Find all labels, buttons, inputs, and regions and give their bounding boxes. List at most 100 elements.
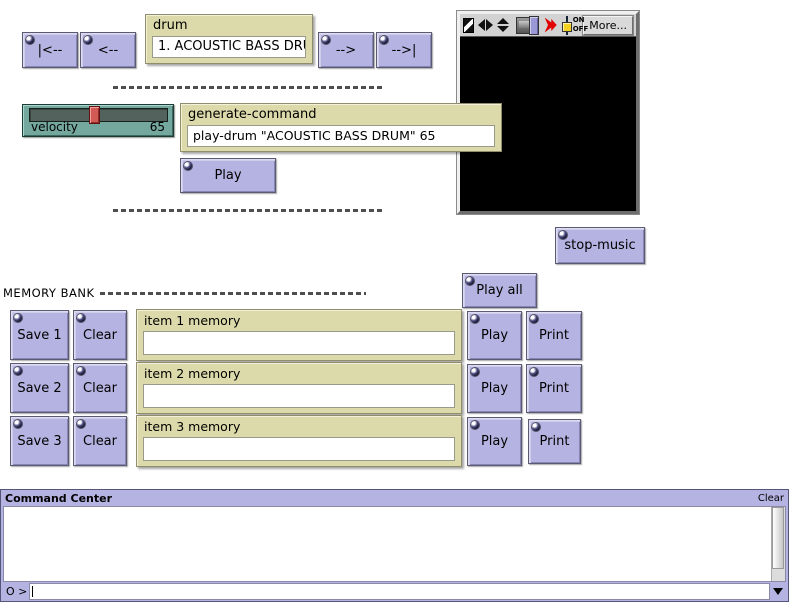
save-2-label: Save 2 (17, 380, 62, 396)
item-2-memory-field[interactable] (143, 384, 455, 408)
button-marker-icon (26, 36, 34, 44)
on-off-knob[interactable] (561, 21, 572, 32)
drum-value-field[interactable]: 1. ACOUSTIC BASS DRUM (152, 36, 306, 58)
first-drum-button[interactable]: |<-- (22, 32, 78, 68)
command-scrollbar-thumb[interactable] (772, 507, 784, 569)
velocity-slider-thumb[interactable] (89, 106, 100, 124)
drum-box: drum 1. ACOUSTIC BASS DRUM (145, 14, 313, 64)
button-marker-icon (559, 231, 567, 239)
button-marker-icon (471, 315, 479, 323)
item-1-memory-box: item 1 memory (136, 309, 462, 361)
dropdown-arrow-icon (773, 588, 783, 595)
button-marker-icon (77, 367, 85, 375)
button-marker-icon (380, 36, 388, 44)
velocity-label: velocity (31, 120, 78, 134)
play-2-button[interactable]: Play (467, 364, 522, 413)
button-marker-icon (322, 36, 330, 44)
more-button[interactable]: More... (582, 14, 634, 36)
button-marker-icon (466, 277, 474, 285)
button-marker-icon (530, 368, 538, 376)
print-2-button[interactable]: Print (526, 364, 582, 413)
button-marker-icon (184, 162, 192, 170)
command-center: Command Center Clear O > (0, 489, 789, 602)
item-3-memory-title: item 3 memory (144, 419, 241, 434)
velocity-slider[interactable]: velocity 65 (22, 104, 174, 137)
memory-bank-heading: MEMORY BANK (3, 286, 95, 300)
command-prompt: O > (6, 585, 28, 598)
text-caret (32, 586, 33, 597)
button-marker-icon (84, 36, 92, 44)
print-1-label: Print (539, 328, 569, 343)
horizontal-arrows-icon[interactable] (477, 19, 493, 31)
prev-drum-label: <-- (97, 42, 119, 58)
button-marker-icon (530, 315, 538, 323)
item-1-memory-field[interactable] (143, 331, 455, 355)
clear-1-label: Clear (83, 327, 117, 343)
diagonal-resize-icon[interactable] (463, 17, 474, 33)
separator-line (113, 86, 383, 89)
save-3-label: Save 3 (17, 433, 62, 449)
item-2-memory-title: item 2 memory (144, 366, 241, 381)
print-3-label: Print (539, 434, 570, 449)
prev-drum-button[interactable]: <-- (80, 32, 136, 68)
button-marker-icon (14, 367, 22, 375)
clear-2-button[interactable]: Clear (73, 363, 127, 413)
command-scrollbar[interactable] (771, 507, 785, 581)
item-1-memory-title: item 1 memory (144, 313, 241, 328)
off-label: OFF (572, 24, 589, 33)
next-drum-label: --> (335, 42, 357, 58)
save-1-label: Save 1 (17, 327, 62, 343)
command-center-titlebar: Command Center Clear (3, 491, 786, 506)
toolbar-slider[interactable] (515, 15, 539, 35)
separator-line (100, 292, 366, 295)
play-1-button[interactable]: Play (467, 311, 522, 360)
button-marker-icon (77, 314, 85, 322)
item-3-memory-box: item 3 memory (136, 415, 462, 467)
button-marker-icon (14, 314, 22, 322)
button-marker-icon (532, 423, 540, 431)
clear-3-button[interactable]: Clear (73, 416, 127, 466)
clear-2-label: Clear (83, 380, 117, 396)
generate-command-box: generate-command play-drum "ACOUSTIC BAS… (180, 103, 502, 152)
on-off-toggle[interactable]: ON OFF (561, 15, 588, 35)
run-arrow-icon[interactable] (544, 17, 557, 33)
history-dropdown-button[interactable] (770, 583, 786, 600)
command-output-area[interactable] (3, 506, 786, 582)
item-3-memory-field[interactable] (143, 437, 455, 461)
play-3-button[interactable]: Play (467, 417, 522, 466)
command-input[interactable] (29, 583, 770, 600)
on-label: ON (572, 15, 585, 24)
next-drum-button[interactable]: --> (318, 32, 374, 68)
item-2-memory-box: item 2 memory (136, 362, 462, 414)
vertical-arrows-icon[interactable] (496, 18, 509, 32)
graphics-toolbar: ON OFF More... (460, 14, 636, 37)
save-1-button[interactable]: Save 1 (10, 310, 69, 360)
save-2-button[interactable]: Save 2 (10, 363, 69, 413)
print-2-label: Print (539, 381, 569, 396)
play-1-label: Play (480, 328, 509, 343)
button-marker-icon (471, 368, 479, 376)
play-all-button[interactable]: Play all (462, 273, 537, 308)
print-3-button[interactable]: Print (528, 419, 581, 464)
play-button[interactable]: Play (180, 158, 276, 193)
play-button-label: Play (214, 168, 242, 183)
button-marker-icon (14, 420, 22, 428)
save-3-button[interactable]: Save 3 (10, 416, 69, 466)
generate-command-field[interactable]: play-drum "ACOUSTIC BASS DRUM" 65 (187, 125, 495, 147)
print-1-button[interactable]: Print (526, 311, 582, 360)
button-marker-icon (77, 420, 85, 428)
command-center-title: Command Center (5, 492, 113, 505)
clear-1-button[interactable]: Clear (73, 310, 127, 360)
play-3-label: Play (480, 434, 509, 449)
velocity-value: 65 (149, 120, 165, 134)
command-center-clear-button[interactable]: Clear (757, 493, 784, 504)
last-drum-label: -->| (391, 42, 417, 58)
toolbar-slider-thumb[interactable] (528, 15, 539, 35)
stop-music-button[interactable]: stop-music (555, 227, 645, 264)
last-drum-button[interactable]: -->| (376, 32, 432, 68)
command-input-row: O > (3, 583, 786, 600)
stop-music-label: stop-music (564, 238, 636, 253)
play-all-label: Play all (476, 283, 523, 298)
clear-3-label: Clear (83, 433, 117, 449)
